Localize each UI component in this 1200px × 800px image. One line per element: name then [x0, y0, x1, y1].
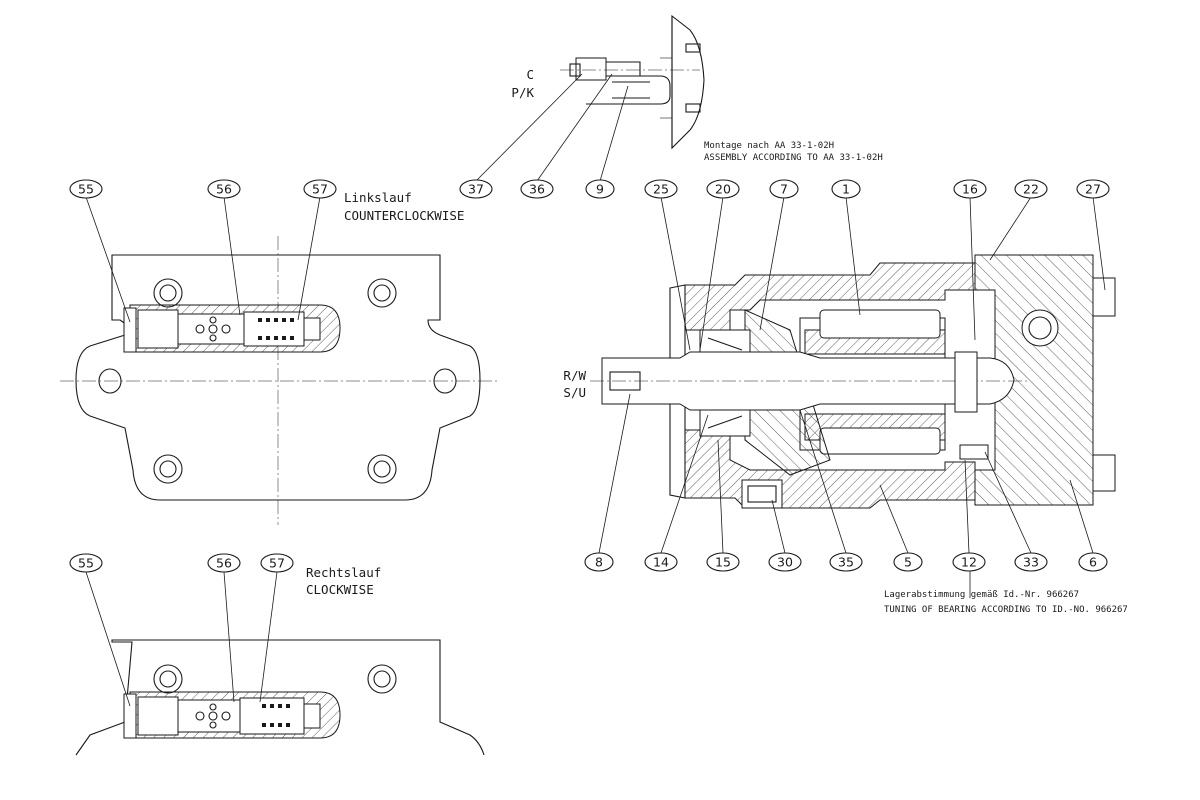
callout-37: 37: [459, 179, 493, 199]
svg-text:7: 7: [780, 182, 788, 197]
callout-55-cw: 55: [69, 553, 103, 573]
callout-57-cw: 57: [260, 553, 294, 573]
svg-text:25: 25: [653, 182, 669, 197]
callout-35: 35: [829, 552, 863, 572]
port-pk-label: P/K: [511, 85, 534, 100]
svg-text:9: 9: [596, 182, 604, 197]
callout-8: 8: [584, 552, 614, 572]
counterclockwise-view: [60, 236, 500, 525]
svg-text:57: 57: [312, 182, 328, 197]
svg-text:37: 37: [468, 182, 484, 197]
ccw-title-en: COUNTERCLOCKWISE: [344, 208, 464, 223]
callout-56-cw: 56: [207, 553, 241, 573]
port-c-label: C: [526, 67, 534, 82]
svg-text:6: 6: [1089, 555, 1097, 570]
svg-text:20: 20: [715, 182, 731, 197]
svg-text:57: 57: [269, 556, 285, 571]
tuning-note-en: TUNING OF BEARING ACCORDING TO ID.-NO. 9…: [884, 605, 1128, 615]
callout-9: 9: [585, 179, 615, 199]
callout-25: 25: [644, 179, 678, 199]
svg-text:55: 55: [78, 556, 94, 571]
callout-bubbles: 37 36 9 55 56 57 55 56 57 25 20 7 1 16 2…: [69, 179, 1110, 573]
cw-title-en: CLOCKWISE: [306, 582, 374, 597]
callout-12: 12: [952, 552, 986, 572]
callout-6: 6: [1078, 552, 1108, 572]
text-labels: C P/K Montage nach AA 33-1-02H ASSEMBLY …: [306, 67, 1128, 615]
rotation-rw-label: R/W: [563, 368, 586, 383]
svg-text:33: 33: [1023, 555, 1039, 570]
callout-55-ccw: 55: [69, 179, 103, 199]
svg-text:56: 56: [216, 182, 232, 197]
svg-text:56: 56: [216, 556, 232, 571]
svg-text:1: 1: [842, 182, 850, 197]
svg-text:14: 14: [653, 555, 669, 570]
assembly-note-de: Montage nach AA 33-1-02H: [704, 141, 834, 151]
callout-36: 36: [520, 179, 554, 199]
cw-title-de: Rechtslauf: [306, 565, 381, 580]
callout-22: 22: [1014, 179, 1048, 199]
ccw-title-de: Linkslauf: [344, 190, 412, 205]
svg-text:12: 12: [961, 555, 977, 570]
svg-text:55: 55: [78, 182, 94, 197]
callout-7: 7: [769, 179, 799, 199]
port-detail-view: [560, 14, 705, 150]
callout-14: 14: [644, 552, 678, 572]
callout-30: 30: [768, 552, 802, 572]
callout-15: 15: [706, 552, 740, 572]
callout-20: 20: [706, 179, 740, 199]
tuning-note-de: Lagerabstimmung gemäß Id.-Nr. 966267: [884, 590, 1079, 600]
rotation-su-label: S/U: [563, 385, 586, 400]
svg-text:30: 30: [777, 555, 793, 570]
svg-text:22: 22: [1023, 182, 1039, 197]
svg-text:8: 8: [595, 555, 603, 570]
callout-16: 16: [953, 179, 987, 199]
leader-lines: [85, 73, 1106, 707]
callout-5: 5: [893, 552, 923, 572]
callout-56-ccw: 56: [207, 179, 241, 199]
pump-cross-section: [590, 254, 1116, 509]
callout-1: 1: [831, 179, 861, 199]
clockwise-view: [75, 639, 485, 756]
svg-text:15: 15: [715, 555, 731, 570]
svg-text:27: 27: [1085, 182, 1101, 197]
svg-text:16: 16: [962, 182, 978, 197]
callout-57-ccw: 57: [303, 179, 337, 199]
svg-text:36: 36: [529, 182, 545, 197]
callout-33: 33: [1014, 552, 1048, 572]
callout-27: 27: [1076, 179, 1110, 199]
assembly-note-en: ASSEMBLY ACCORDING TO AA 33-1-02H: [704, 153, 883, 163]
svg-text:5: 5: [904, 555, 912, 570]
svg-text:35: 35: [838, 555, 854, 570]
